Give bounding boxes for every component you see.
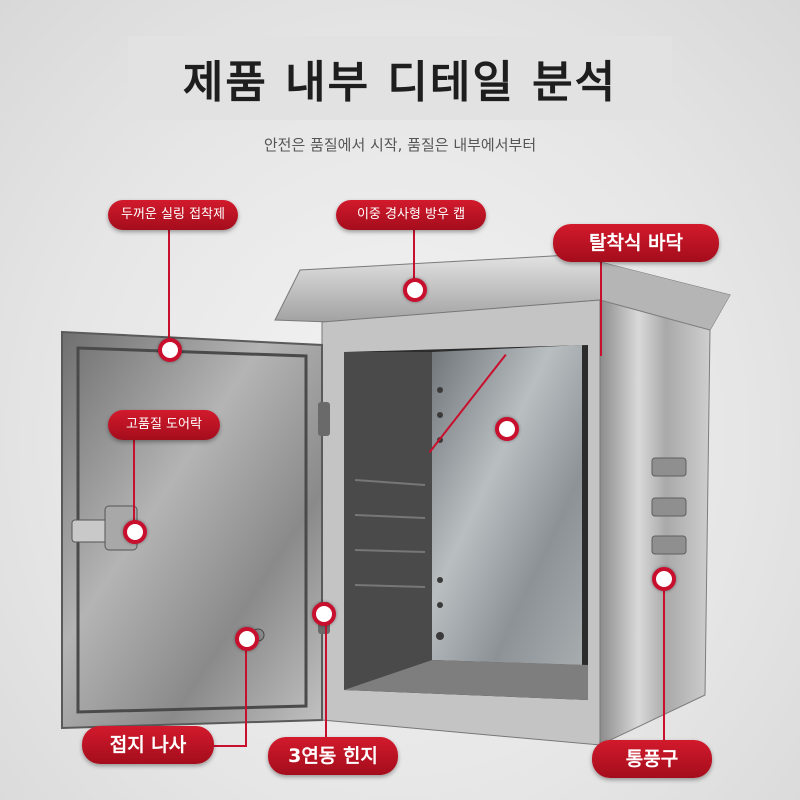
connector-seal-strip [168,228,170,348]
callout-ground-screw: 접지 나사 [82,726,214,764]
callout-hinge: 3연동 힌지 [268,737,398,775]
marker-removable-base [495,417,519,441]
marker-rain-cap [403,278,427,302]
connector-ground-screw-h [214,745,247,747]
page-subtitle: 안전은 품질에서 시작, 품질은 내부에서부터 [263,136,537,154]
connector-vent [663,580,665,746]
marker-hinge [312,602,336,626]
cabinet-side [599,299,711,746]
callout-removable-base: 탈착식 바닥 [553,224,719,262]
connector-hinge [325,612,327,740]
callout-door-lock: 고품질 도어락 [108,410,220,440]
marker-vent [652,567,676,591]
connector-rain-cap [413,228,415,280]
marker-seal-strip [158,338,182,362]
connector-ground-screw-v [245,640,247,746]
vent-slots [651,457,687,555]
marker-door-lock [123,520,147,544]
callout-vent: 통풍구 [592,740,712,778]
callout-rain-cap: 이중 경사형 방우 캡 [336,200,486,230]
connector-door-lock [133,440,135,528]
page-title: 제품 내부 디테일 분석 [182,57,618,108]
callout-seal-strip: 두꺼운 실링 접착제 [108,200,238,230]
mounting-plate [432,345,582,665]
marker-ground-screw [235,627,259,651]
connector-removable-base [600,256,602,356]
title-background [128,36,672,120]
